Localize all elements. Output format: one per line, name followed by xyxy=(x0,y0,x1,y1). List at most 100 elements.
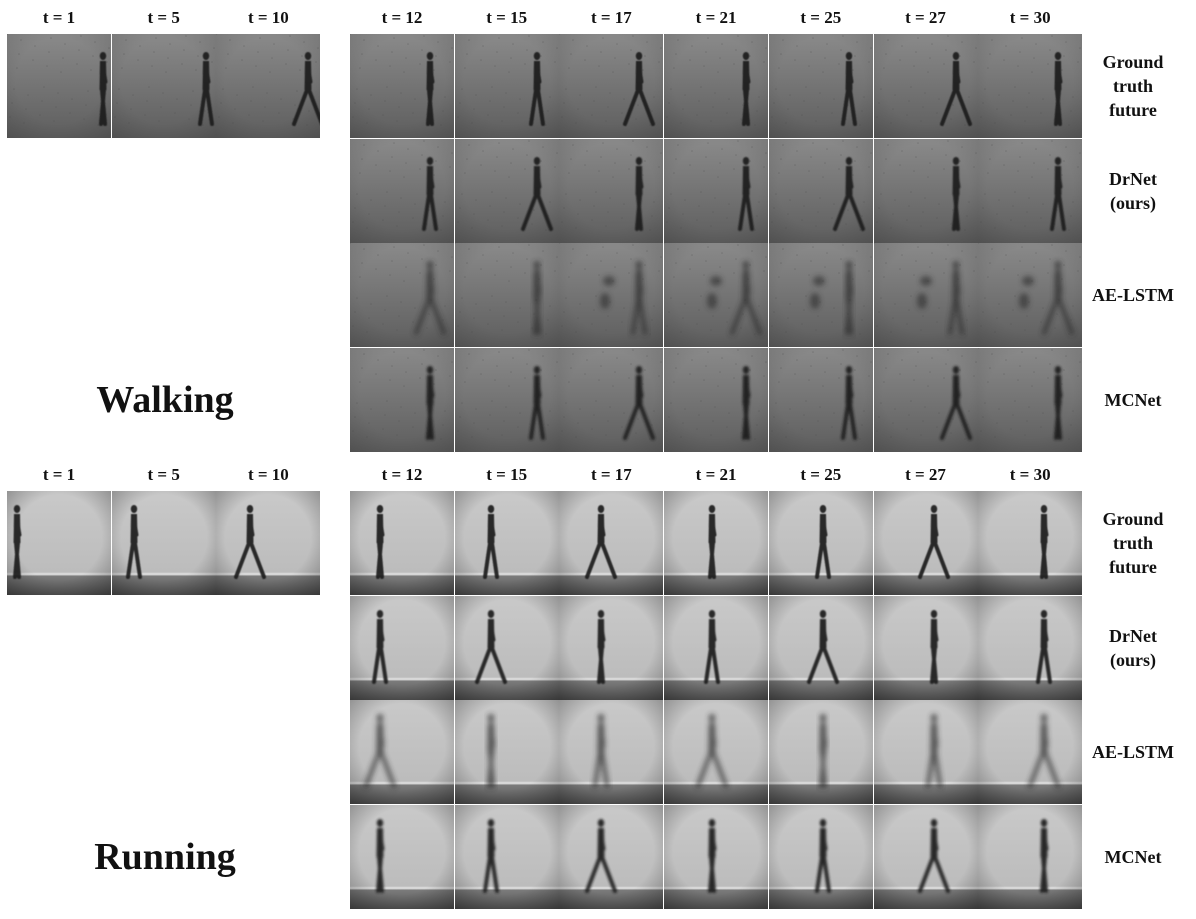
context-frame xyxy=(216,491,321,595)
frame-image xyxy=(454,700,559,805)
future-time-label: t = 25 xyxy=(800,465,842,484)
predicted-frame xyxy=(873,34,978,138)
frame-image xyxy=(978,805,1083,910)
frame-image xyxy=(454,491,559,595)
predicted-frame xyxy=(350,243,454,348)
frame-image xyxy=(559,491,664,595)
frame-image xyxy=(559,700,664,805)
future-time-label: t = 12 xyxy=(381,465,423,484)
predicted-frame xyxy=(454,138,559,243)
predicted-frame xyxy=(978,34,1083,138)
future-time-label: t = 15 xyxy=(486,8,528,27)
predicted-frame xyxy=(454,805,559,910)
predicted-frame xyxy=(873,138,978,243)
frame-image xyxy=(350,348,454,453)
future-time-label: t = 17 xyxy=(590,8,632,27)
frame-image xyxy=(664,34,769,138)
frame-image xyxy=(664,595,769,700)
context-time-label: t = 1 xyxy=(42,8,76,27)
predicted-frame xyxy=(664,805,769,910)
row-label: Ground truth future xyxy=(1102,52,1164,120)
predicted-frame xyxy=(978,348,1083,453)
context-time-label: t = 5 xyxy=(147,8,180,27)
frame-image xyxy=(350,700,454,805)
predicted-frame xyxy=(350,805,454,910)
frame-image xyxy=(873,243,978,348)
future-time-label: t = 30 xyxy=(1009,465,1051,484)
predicted-frame xyxy=(978,491,1083,595)
frame-image xyxy=(7,491,111,595)
frame-image xyxy=(768,805,873,910)
predicted-frame xyxy=(454,595,559,700)
predicted-frame xyxy=(559,595,664,700)
frame-image xyxy=(768,348,873,453)
frame-image xyxy=(978,348,1083,453)
frame-image xyxy=(978,138,1083,243)
predicted-frame xyxy=(768,805,873,910)
predicted-frame xyxy=(559,34,664,138)
future-time-label: t = 17 xyxy=(590,465,632,484)
frame-image xyxy=(768,700,873,805)
predicted-frame xyxy=(768,138,873,243)
predicted-frame xyxy=(454,700,559,805)
future-time-label: t = 21 xyxy=(695,8,737,27)
action-title: Walking xyxy=(96,379,234,422)
predicted-frame xyxy=(559,348,664,453)
predicted-frame xyxy=(664,243,769,348)
predicted-frame xyxy=(350,34,454,138)
predicted-frame xyxy=(978,805,1083,910)
frame-image xyxy=(454,805,559,910)
frame-image xyxy=(350,595,454,700)
context-time-label: t = 5 xyxy=(147,465,180,484)
context-frame xyxy=(7,34,111,138)
frame-image xyxy=(664,805,769,910)
context-frame xyxy=(216,34,321,138)
predicted-frame xyxy=(873,595,978,700)
frame-image xyxy=(768,243,873,348)
action-title: Running xyxy=(94,836,236,879)
frame-image xyxy=(350,491,454,595)
frame-image xyxy=(664,348,769,453)
predicted-frame xyxy=(768,34,873,138)
predicted-frame xyxy=(768,700,873,805)
frame-image xyxy=(978,700,1083,805)
predicted-frame xyxy=(768,243,873,348)
row-label: AE-LSTM xyxy=(1091,742,1174,763)
predicted-frame xyxy=(664,348,769,453)
predicted-frame xyxy=(350,595,454,700)
predicted-frame xyxy=(978,595,1083,700)
predicted-frame xyxy=(978,138,1083,243)
frame-image xyxy=(454,138,559,243)
predicted-frame xyxy=(350,491,454,595)
predicted-frame xyxy=(559,138,664,243)
frame-image xyxy=(873,348,978,453)
predicted-frame xyxy=(978,700,1083,805)
future-time-label: t = 21 xyxy=(695,465,737,484)
row-label: MCNet xyxy=(1104,847,1162,868)
frame-image xyxy=(664,700,769,805)
frame-image xyxy=(454,348,559,453)
row-label: AE-LSTM xyxy=(1091,285,1174,306)
predicted-frame xyxy=(559,243,664,348)
frame-image xyxy=(873,34,978,138)
predicted-frame xyxy=(873,805,978,910)
frame-image xyxy=(873,805,978,910)
predicted-frame xyxy=(454,243,559,348)
frame-image xyxy=(768,138,873,243)
predicted-frame xyxy=(454,34,559,138)
frame-image xyxy=(111,491,216,595)
frame-image xyxy=(350,243,454,348)
predicted-frame xyxy=(873,348,978,453)
frame-image xyxy=(454,595,559,700)
frame-image xyxy=(350,138,454,243)
frame-image xyxy=(873,595,978,700)
predicted-frame xyxy=(768,491,873,595)
frame-image xyxy=(7,34,111,138)
frame-image xyxy=(559,138,664,243)
frame-image xyxy=(111,34,216,138)
frame-image xyxy=(873,138,978,243)
predicted-frame xyxy=(350,700,454,805)
row-label: MCNet xyxy=(1104,390,1162,411)
frame-image xyxy=(664,491,769,595)
future-time-label: t = 25 xyxy=(800,8,842,27)
